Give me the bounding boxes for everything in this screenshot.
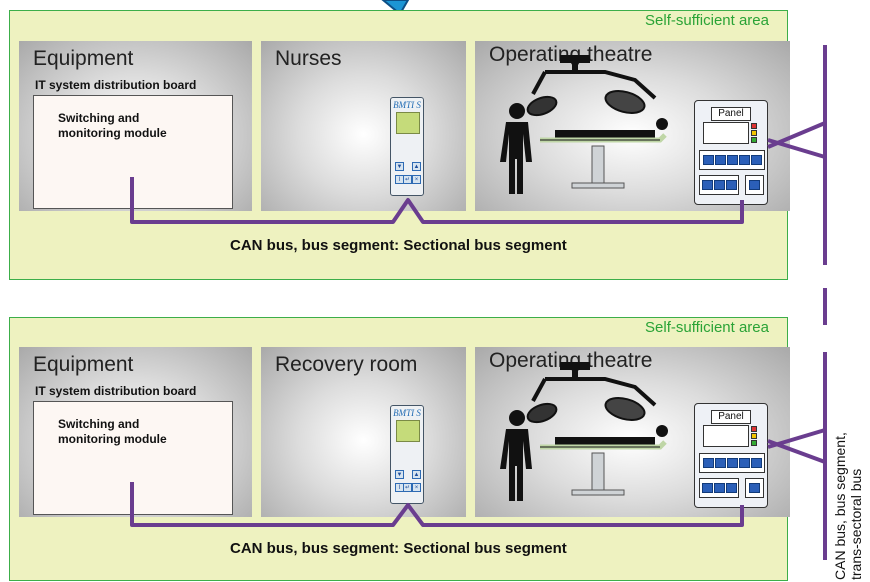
bus-connector [767, 439, 826, 464]
sectional-bus-line [130, 177, 744, 224]
enter-icon: ↵ [403, 483, 412, 492]
red-led-icon [751, 123, 757, 129]
enter-icon: ↵ [403, 175, 412, 184]
key-row [699, 150, 765, 170]
up-icon: ▲ [412, 470, 421, 479]
green-led-icon [751, 440, 757, 446]
operating-theatre-scene [500, 362, 668, 501]
area-label: Self-sufficient area [645, 319, 769, 336]
device-name: BMTI S [393, 100, 421, 110]
key-row [699, 478, 739, 498]
panel-key [703, 458, 714, 468]
bmti-device: BMTI S ▼ ▲ I ↵ × [390, 97, 424, 196]
panel-display [703, 122, 749, 144]
operating-theatre-scene [500, 55, 668, 194]
sectional-bus-label: CAN bus, bus segment: Sectional bus segm… [230, 237, 567, 254]
panel-key [702, 483, 713, 493]
panel-key [714, 180, 725, 190]
up-icon: ▲ [412, 162, 421, 171]
panel-key [749, 483, 760, 493]
room-title: Equipment [33, 47, 134, 70]
yellow-led-icon [751, 433, 757, 439]
key-box [745, 478, 764, 498]
room-nurses: Nurses [261, 41, 466, 211]
it-board-label: IT system distribution board [35, 78, 197, 92]
control-panel: Panel [694, 403, 768, 508]
down-icon: ▼ [395, 162, 404, 171]
module-label: Switching and monitoring module [58, 417, 167, 446]
green-led-icon [751, 137, 757, 143]
key-box [745, 175, 764, 195]
room-equipment: Equipment IT system distribution board S… [19, 347, 252, 517]
it-board-label: IT system distribution board [35, 384, 197, 398]
down-icon: ▼ [395, 470, 404, 479]
sectional-bus-label: CAN bus, bus segment: Sectional bus segm… [230, 540, 567, 557]
key-row [699, 175, 739, 195]
trans-label-line2: trans-sectoral bus [848, 468, 864, 580]
mute-icon: × [412, 175, 421, 184]
room-title: Nurses [275, 47, 342, 70]
device-display [396, 420, 420, 442]
room-title: Equipment [33, 353, 134, 376]
area-label: Self-sufficient area [645, 12, 769, 29]
panel-key [702, 180, 713, 190]
red-led-icon [751, 426, 757, 432]
device-display [396, 112, 420, 134]
mute-icon: × [412, 483, 421, 492]
room-title: Operating theatre [489, 43, 653, 66]
module-label: Switching and monitoring module [58, 111, 167, 140]
panel-key [727, 155, 738, 165]
room-recovery: Recovery room [261, 347, 466, 517]
panel-key [751, 458, 762, 468]
panel-label: Panel [711, 107, 751, 121]
panel-key [739, 458, 750, 468]
panel-display [703, 425, 749, 447]
panel-key [749, 180, 760, 190]
room-title: Recovery room [275, 353, 418, 376]
panel-key [715, 155, 726, 165]
panel-key [726, 483, 737, 493]
panel-key [751, 155, 762, 165]
sectional-bus-line [130, 482, 744, 527]
panel-label: Panel [711, 410, 751, 424]
bus-connector [767, 138, 826, 159]
panel-key [739, 155, 750, 165]
control-panel: Panel [694, 100, 768, 205]
panel-key [714, 483, 725, 493]
room-equipment: Equipment IT system distribution board S… [19, 41, 252, 211]
panel-key [727, 458, 738, 468]
self-sufficient-area-1: Self-sufficient area Equipment IT system… [9, 10, 790, 280]
bmti-device: BMTI S ▼ ▲ I ↵ × [390, 405, 424, 504]
yellow-led-icon [751, 130, 757, 136]
trans-sectoral-bus-label: CAN bus, bus segment, trans-sectoral bus [832, 432, 864, 580]
panel-key [726, 180, 737, 190]
device-name: BMTI S [393, 408, 421, 418]
switching-module: Switching and monitoring module [33, 401, 233, 515]
room-title: Operating theatre [489, 349, 653, 372]
panel-key [703, 155, 714, 165]
trans-label-line1: CAN bus, bus segment, [832, 432, 848, 580]
key-row [699, 453, 765, 473]
panel-key [715, 458, 726, 468]
